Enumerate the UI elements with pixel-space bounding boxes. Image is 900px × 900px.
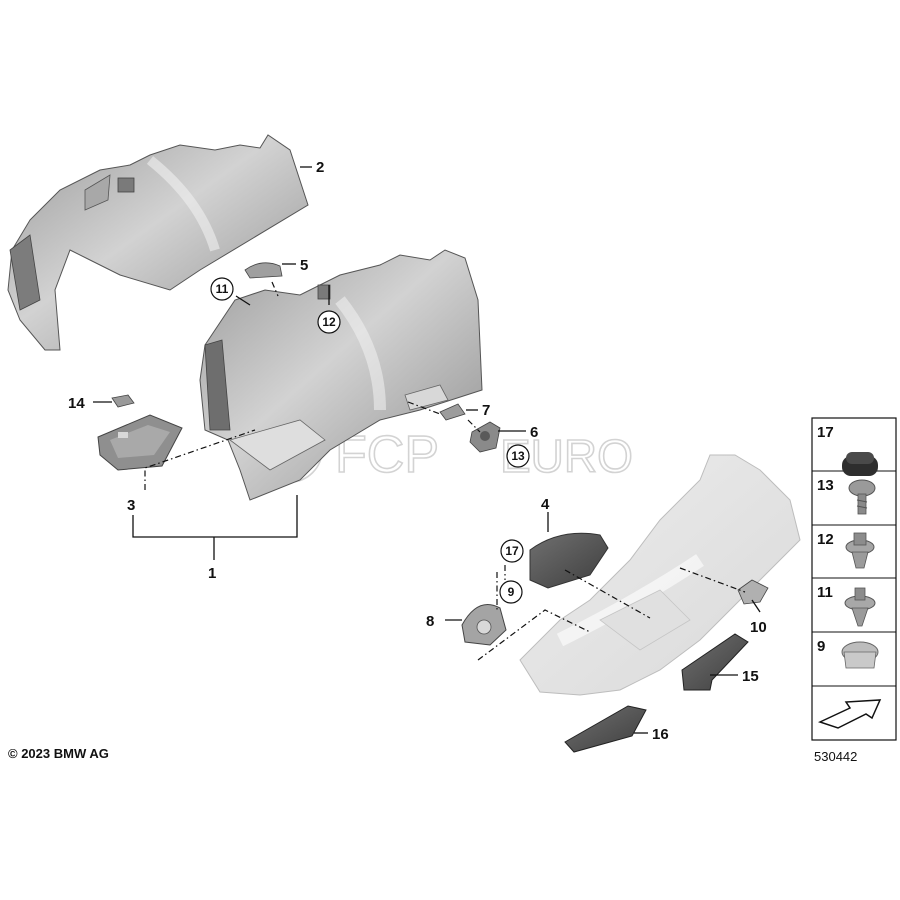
part-8-socket-cover — [461, 604, 507, 646]
callout-1: 1 — [208, 565, 216, 582]
callout-14: 14 — [68, 395, 85, 412]
callout-7: 7 — [482, 402, 490, 419]
expanding-rivet-icon — [845, 532, 875, 569]
part-3-cover-lid — [97, 414, 183, 471]
copyright-text: © 2023 BMW AG — [8, 746, 109, 761]
legend-label-13: 13 — [817, 477, 834, 494]
watermark: FCP EURO — [257, 417, 634, 485]
callout-3: 3 — [127, 497, 135, 514]
legend-label-12: 12 — [817, 531, 834, 548]
lower-trunk-panel — [519, 454, 801, 696]
part-2-trim-panel-left — [7, 134, 309, 351]
part-10-clip — [737, 579, 769, 605]
callouts: 2 5 14 3 1 7 6 4 8 10 15 16 11 12 13 17 … — [68, 159, 767, 743]
callout-9: 9 — [508, 585, 515, 599]
callout-10: 10 — [750, 619, 767, 636]
assembly-dashes — [144, 281, 746, 661]
part-5-cover — [244, 262, 283, 279]
callout-8: 8 — [426, 613, 434, 630]
legend-label-9: 9 — [817, 638, 825, 655]
part-4-flap — [529, 532, 609, 589]
part-16-trim-strip — [564, 705, 647, 753]
callout-2: 2 — [316, 159, 324, 176]
part-7-cover — [439, 403, 466, 421]
part-1-trim-panel-right — [199, 249, 483, 501]
diagram-number: 530442 — [814, 749, 857, 764]
legend-label-11: 11 — [817, 584, 833, 601]
part-14-clip — [111, 394, 135, 408]
fastener-legend: 17 13 12 11 9 — [811, 417, 897, 741]
rubber-plug-icon — [842, 452, 878, 476]
screw-icon — [848, 479, 876, 515]
callout-11: 11 — [216, 282, 229, 296]
callout-15: 15 — [742, 668, 759, 685]
callout-6: 6 — [530, 424, 538, 441]
callout-16: 16 — [652, 726, 669, 743]
callout-12: 12 — [322, 315, 336, 329]
leader-lines — [93, 166, 761, 734]
callout-4: 4 — [541, 496, 550, 513]
callout-5: 5 — [300, 257, 308, 274]
callout-13: 13 — [511, 449, 525, 463]
part-15-trim-piece — [681, 633, 749, 691]
part-6-socket — [469, 421, 501, 453]
callout-17: 17 — [505, 544, 519, 558]
arrow-icon — [817, 699, 882, 729]
cap-plug-icon — [841, 641, 879, 669]
push-clip-icon — [844, 587, 876, 627]
legend-label-17: 17 — [817, 424, 834, 441]
